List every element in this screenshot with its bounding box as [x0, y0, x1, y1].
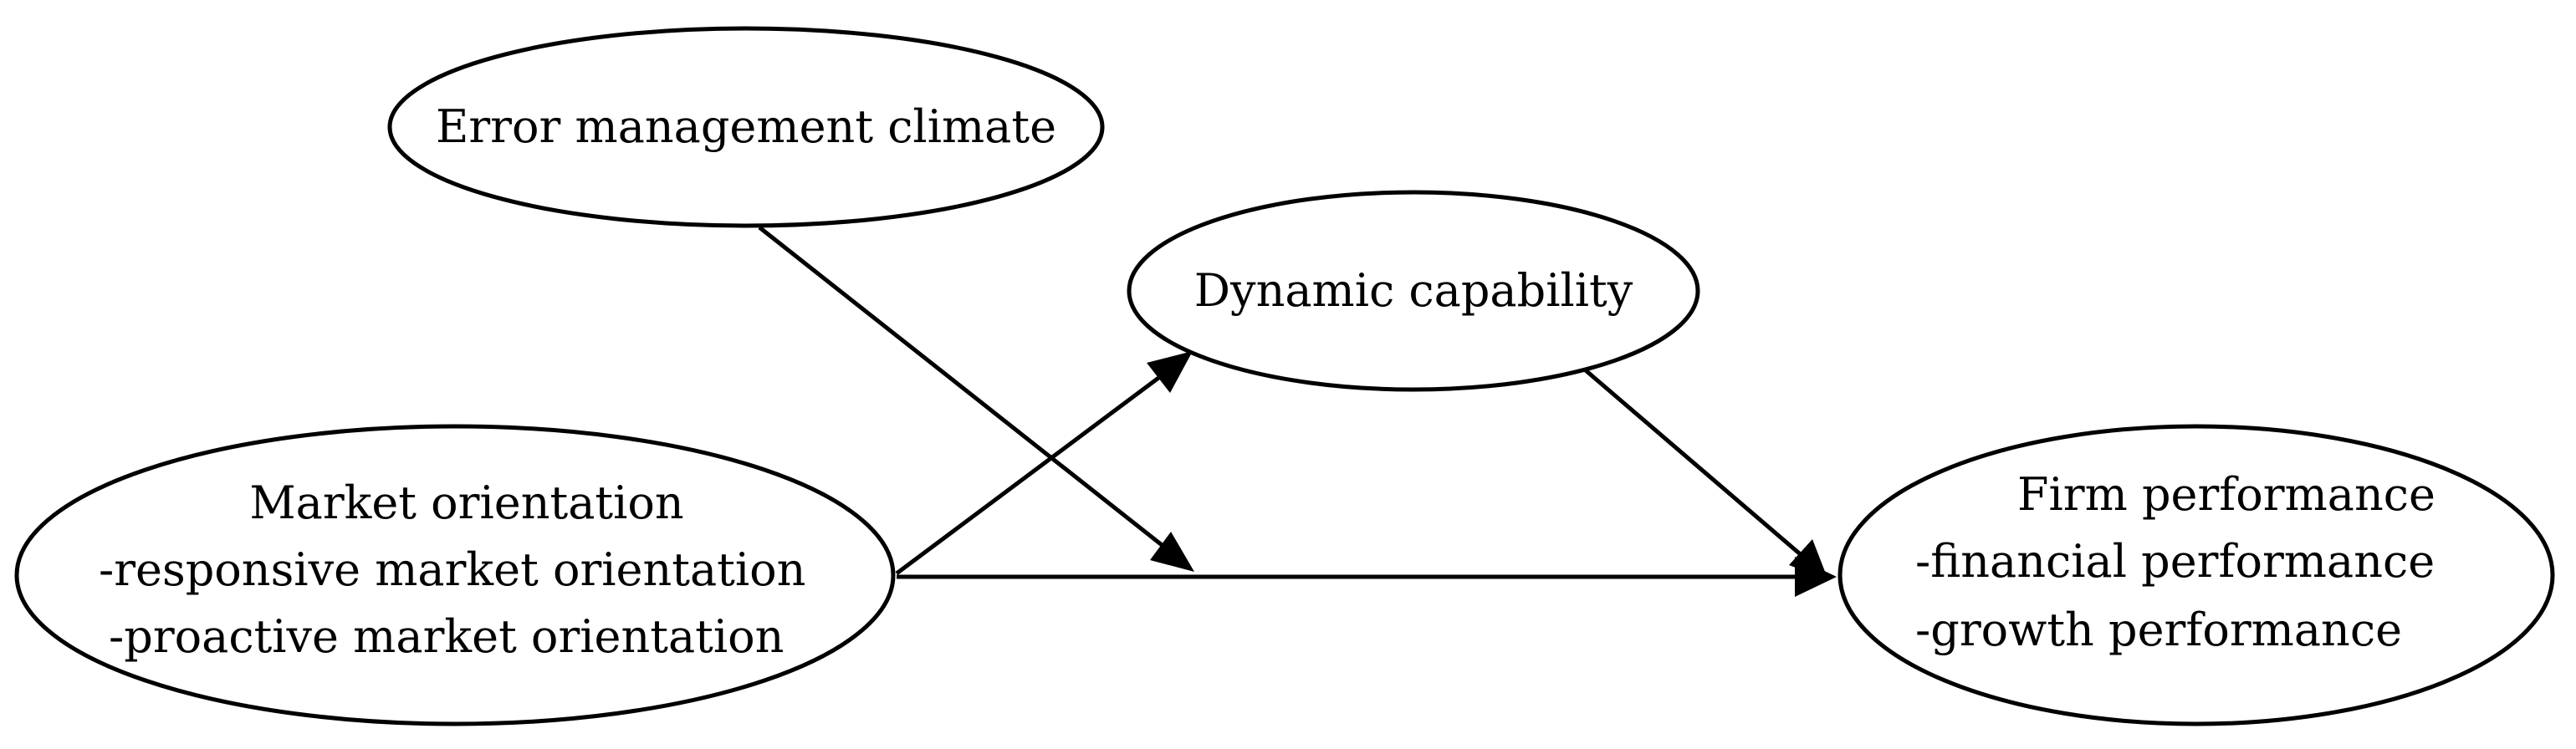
- label-market-orientation-proactive: -proactive market orientation: [109, 610, 784, 663]
- edge-error-management-moderation: [758, 226, 1183, 562]
- edge-market-orientation-to-dynamic-capability: [895, 359, 1183, 576]
- node-dynamic-capability: Dynamic capability: [1127, 190, 1700, 392]
- node-firm-performance: Firm performance -financial performance …: [1837, 424, 2555, 726]
- label-firm-performance-financial: -financial performance: [1915, 535, 2435, 588]
- arrowhead-dynamic-capability: [1147, 351, 1193, 393]
- label-error-management-climate: Error management climate: [436, 100, 1056, 153]
- label-market-orientation-title: Market orientation: [249, 476, 683, 529]
- edge-dynamic-capability-to-firm-performance: [1579, 364, 1817, 568]
- node-error-management-climate: Error management climate: [387, 26, 1105, 228]
- label-market-orientation-responsive: -responsive market orientation: [99, 543, 805, 596]
- ellipse-firm-performance: [1837, 424, 2555, 726]
- node-market-orientation: Market orientation -responsive market or…: [14, 424, 896, 726]
- label-dynamic-capability: Dynamic capability: [1194, 264, 1633, 317]
- label-firm-performance-growth: -growth performance: [1915, 604, 2402, 656]
- edges: [758, 226, 1837, 597]
- ellipse-error-management-climate: [387, 26, 1105, 228]
- arrowhead-firm-performance-main: [1795, 557, 1837, 597]
- ellipse-dynamic-capability: [1127, 190, 1700, 392]
- ellipse-market-orientation: [14, 424, 896, 726]
- arrowhead-moderation: [1150, 532, 1194, 572]
- label-firm-performance-title: Firm performance: [2017, 468, 2435, 521]
